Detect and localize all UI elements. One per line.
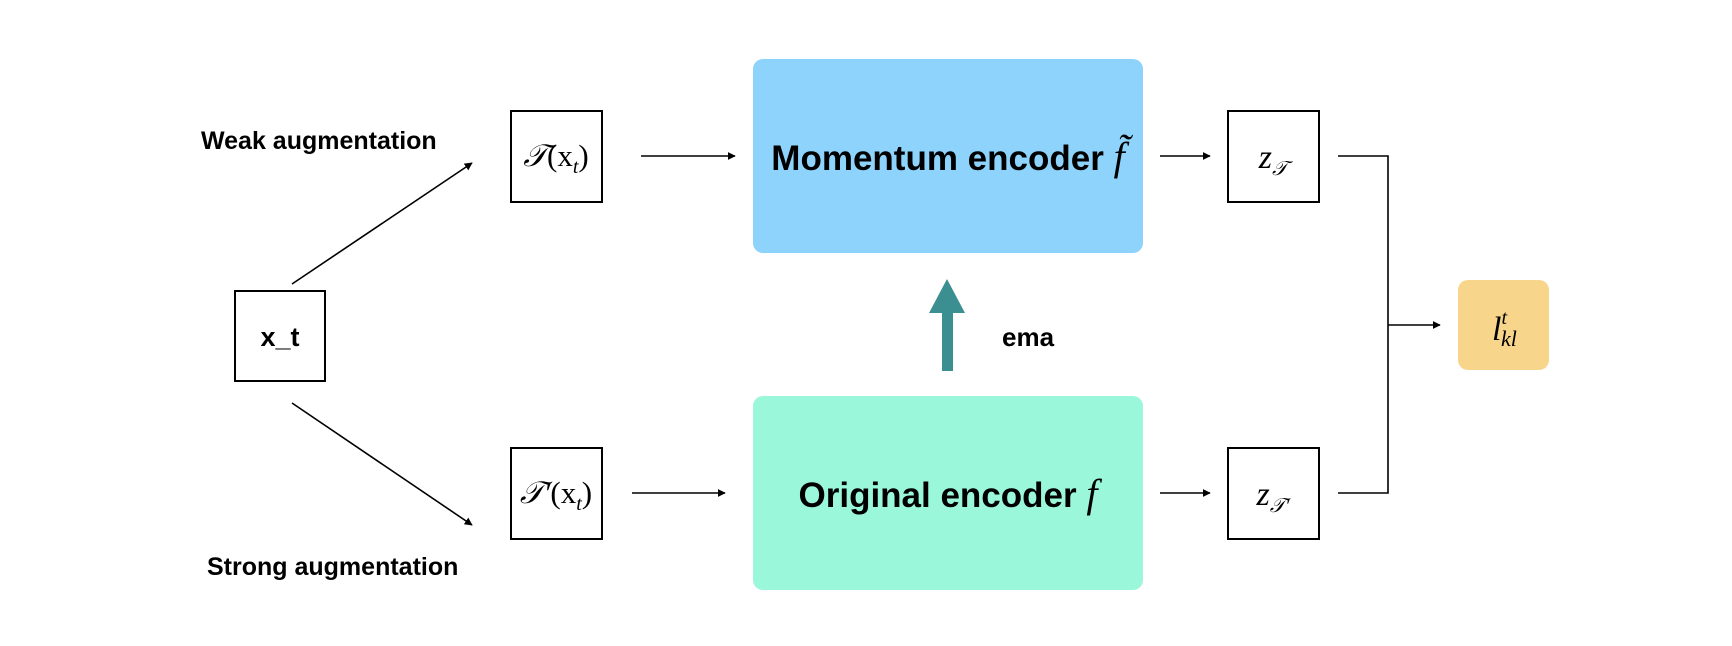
- strong-view-label: 𝒯′(xt): [520, 475, 592, 515]
- strong-augmentation-label: Strong augmentation: [207, 553, 458, 581]
- loss-node: [1458, 280, 1549, 370]
- weak-view-label: 𝒯(xt): [523, 138, 588, 178]
- input-node: [234, 290, 326, 382]
- strong-view-node: [510, 447, 603, 540]
- input-node-label: x_t: [260, 322, 299, 352]
- weak-view-node: [510, 110, 603, 203]
- z-strong-label: z𝒯′: [1256, 476, 1292, 517]
- z-weak-node: [1227, 110, 1320, 203]
- weak-augmentation-arrow: [291, 162, 473, 285]
- original-encoder-label: Original encoder f: [799, 471, 1103, 516]
- weak-augmentation-label: Weak augmentation: [201, 127, 437, 155]
- merge-connector: [1338, 155, 1389, 494]
- momentum-encoder-box: [753, 59, 1143, 253]
- z-strong-node: [1227, 447, 1320, 540]
- ema-label: ema: [1002, 322, 1055, 352]
- strong-augmentation-arrow: [291, 402, 473, 526]
- original-encoder-box: [753, 396, 1143, 590]
- momentum-encoder-label: Momentum encoder f̃: [771, 134, 1133, 179]
- ema-arrow: [929, 279, 965, 371]
